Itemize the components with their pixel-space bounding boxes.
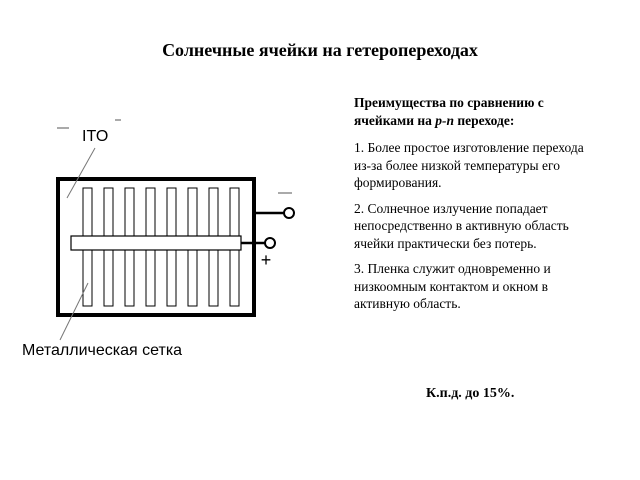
slide-title: Солнечные ячейки на гетеропереходах	[162, 40, 478, 60]
advantage-item-1: 1. Более простое изготовление перехода и…	[354, 140, 584, 190]
plus-sign: +	[261, 250, 272, 270]
minus-terminal	[283, 207, 295, 219]
grid-leader	[59, 282, 89, 341]
ito-leader	[66, 147, 96, 199]
metal-grid-label: Металлическая сетка	[22, 342, 183, 359]
advantage-item-3: 3. Пленка служит одновременно и низкоомн…	[354, 261, 551, 311]
plus-terminal	[264, 237, 276, 249]
advantages-heading: Преимущества по сравнению с ячейками на …	[354, 95, 544, 128]
efficiency-note: К.п.д. до 15%.	[426, 386, 515, 401]
bus-bar	[70, 235, 242, 251]
cell-frame	[56, 177, 256, 317]
advantages-panel: Преимущества по сравнению с ячейками на …	[354, 94, 600, 321]
advantage-item-2: 2. Солнечное излучение попадает непосред…	[354, 200, 569, 251]
ito-label: ITO	[82, 128, 109, 145]
